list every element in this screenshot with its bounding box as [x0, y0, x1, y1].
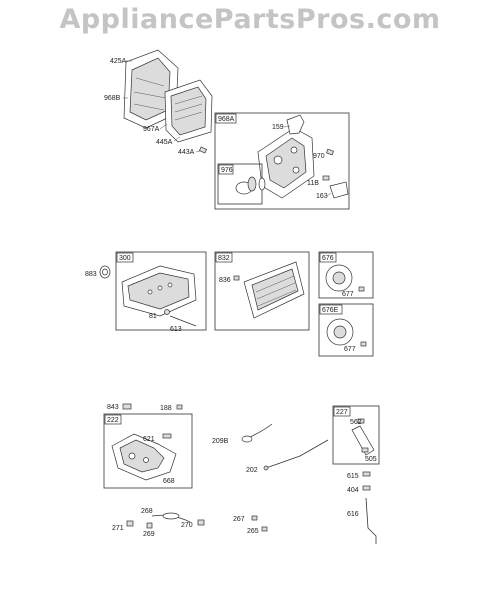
callout-159: 159 — [272, 124, 284, 131]
part-271[interactable] — [126, 520, 134, 527]
callout-677-a: 677 — [342, 291, 354, 298]
callout-836: 836 — [219, 277, 231, 284]
kit-676E-box[interactable]: 676E — [318, 303, 374, 357]
box-label-968A: 968A — [218, 116, 235, 123]
part-615[interactable] — [362, 471, 371, 477]
callout-267: 267 — [233, 516, 245, 523]
part-188[interactable] — [176, 404, 183, 410]
callout-202: 202 — [246, 467, 258, 474]
callout-188: 188 — [160, 405, 172, 412]
part-883-gasket[interactable] — [99, 265, 111, 279]
callout-445A: 445A — [156, 139, 173, 146]
callout-271: 271 — [112, 525, 124, 532]
part-968B-air-cleaner-base[interactable] — [123, 49, 179, 129]
callout-425A: 425A — [110, 58, 127, 65]
part-270[interactable] — [197, 519, 205, 526]
callout-883: 883 — [85, 271, 97, 278]
callout-265: 265 — [247, 528, 259, 535]
callout-163: 163 — [316, 193, 328, 200]
kit-676-box[interactable]: 676 — [318, 251, 374, 299]
part-616-rod[interactable] — [365, 497, 377, 544]
callout-677-b: 677 — [344, 346, 356, 353]
callout-268: 268 — [141, 508, 153, 515]
part-843[interactable] — [122, 403, 132, 410]
part-269[interactable] — [146, 522, 153, 529]
part-443A-screw[interactable] — [198, 146, 208, 154]
box-label-227: 227 — [336, 409, 348, 416]
callout-968B: 968B — [104, 95, 121, 102]
box-label-676: 676 — [322, 255, 334, 262]
part-265[interactable] — [261, 526, 268, 532]
part-404[interactable] — [362, 485, 371, 491]
part-967A-filter[interactable] — [164, 79, 213, 143]
callout-970: 970 — [313, 153, 325, 160]
callout-615: 615 — [347, 473, 359, 480]
callout-613: 613 — [170, 326, 182, 333]
kit-832-guard-box[interactable]: 832 — [214, 251, 310, 331]
callout-616: 616 — [347, 511, 359, 518]
callout-269: 269 — [143, 531, 155, 538]
kit-227-box[interactable]: 227 — [332, 405, 380, 465]
callout-81: 81 — [149, 313, 157, 320]
box-label-676E: 676E — [322, 307, 339, 314]
muffler-group: 883 300 81 613 832 — [85, 251, 374, 357]
box-label-300: 300 — [119, 255, 131, 262]
part-202-link[interactable] — [263, 439, 329, 471]
callout-505: 505 — [365, 456, 377, 463]
callout-621: 621 — [143, 436, 155, 443]
callout-562: 562 — [350, 419, 362, 426]
part-268-cable[interactable] — [151, 512, 191, 523]
box-label-832: 832 — [218, 255, 230, 262]
air-cleaner-group: 425A 968B 967A 445A 443A 968A — [104, 49, 350, 210]
callout-443A: 443A — [178, 149, 195, 156]
box-label-222: 222 — [107, 417, 119, 424]
callout-967A: 967A — [143, 126, 160, 133]
kit-968A-box[interactable]: 968A 976 — [214, 112, 350, 210]
callout-668: 668 — [163, 478, 175, 485]
callout-209B: 209B — [212, 438, 229, 445]
kit-300-muffler-box[interactable]: 300 — [115, 251, 207, 331]
controls-group: 843 188 222 621 668 209B — [103, 403, 380, 544]
part-209B-spring[interactable] — [241, 423, 273, 443]
kit-222-control-bracket-box[interactable]: 222 — [103, 413, 193, 489]
part-267[interactable] — [251, 515, 258, 521]
callout-270: 270 — [181, 522, 193, 529]
callout-11B: 11B — [307, 180, 319, 187]
box-label-976: 976 — [221, 167, 233, 174]
callout-843: 843 — [107, 404, 119, 411]
callout-404: 404 — [347, 487, 359, 494]
site-watermark: AppliancePartsPros.com — [59, 4, 441, 35]
